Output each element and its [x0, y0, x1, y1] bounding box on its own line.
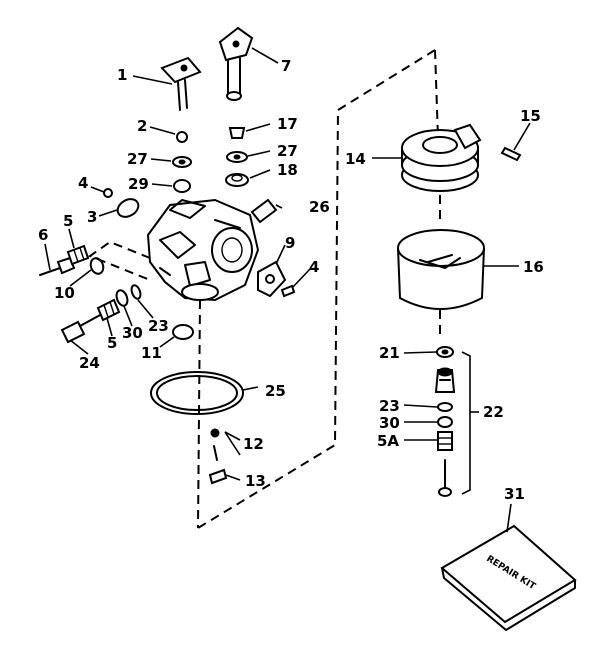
part-21-seat [436, 346, 454, 358]
callout-29: 29 [128, 175, 149, 193]
callout-24: 24 [79, 354, 100, 372]
part-5A-spring [437, 431, 453, 497]
callout-4-left: 4 [78, 174, 88, 192]
part-22-needle-valve-assembly [434, 367, 456, 393]
callout-17: 17 [277, 115, 298, 133]
part-9-bracket [257, 260, 287, 298]
part-24-adjust-screw [60, 313, 103, 344]
part-11-seat [172, 324, 194, 340]
part-27-seal-right [226, 151, 248, 163]
callout-1: 1 [117, 66, 127, 84]
callout-labels: 1 2 27 29 4 3 5 6 10 24 5 30 23 11 7 17 … [38, 57, 544, 503]
callout-3: 3 [87, 208, 97, 226]
part-25-gasket [150, 371, 244, 415]
callout-13: 13 [245, 472, 266, 490]
part-7-choke-shaft [218, 26, 254, 101]
carburetor-body [146, 198, 283, 302]
callout-5A: 5A [377, 432, 399, 450]
callout-27-left: 27 [127, 150, 148, 168]
part-15-pin [500, 146, 522, 162]
callout-12: 12 [243, 435, 264, 453]
part-1-throttle-shaft [160, 56, 202, 111]
callout-18: 18 [277, 161, 298, 179]
part-27-seal-left [172, 156, 192, 168]
callout-9: 9 [285, 234, 295, 252]
part-23-o-ring-right [437, 402, 453, 412]
part-30-washer-right [437, 416, 453, 428]
callout-10: 10 [54, 284, 75, 302]
callout-4-right: 4 [309, 258, 319, 276]
part-17-screw [228, 127, 246, 139]
callout-23-left: 23 [148, 317, 169, 335]
assembly-frame-dashed [87, 49, 441, 529]
callout-27-right: 27 [277, 142, 298, 160]
callout-25: 25 [265, 382, 286, 400]
callout-30-left: 30 [122, 324, 143, 342]
callout-26: 26 [309, 198, 330, 216]
callout-21: 21 [379, 344, 400, 362]
part-22-bracket [461, 351, 471, 495]
part-2-screw [176, 131, 188, 143]
callout-7: 7 [281, 57, 291, 75]
callout-11: 11 [141, 344, 162, 362]
callout-2: 2 [137, 117, 147, 135]
part-10-o-ring [89, 257, 105, 275]
callout-15: 15 [520, 107, 541, 125]
part-6-idle-screw [39, 256, 76, 276]
callout-6: 6 [38, 226, 48, 244]
callout-31: 31 [504, 485, 525, 503]
callout-16: 16 [523, 258, 544, 276]
part-4-screw-right [280, 284, 296, 298]
callout-5-lower: 5 [107, 334, 117, 352]
part-4-screw-left [103, 188, 113, 198]
part-30-washer-left [115, 289, 129, 307]
part-29-seal [173, 179, 191, 193]
part-23-o-ring-left [130, 284, 142, 300]
part-3-choke-plate [116, 198, 140, 218]
part-14-float-bowl-seal [401, 123, 482, 192]
callout-14: 14 [345, 150, 366, 168]
part-31-repair-kit: REPAIR KIT [440, 524, 577, 631]
callout-22: 22 [483, 403, 504, 421]
part-5-spring-lower [96, 298, 121, 322]
callout-5-upper: 5 [63, 212, 73, 230]
leader-lines [44, 47, 531, 533]
part-18-seal [225, 173, 249, 187]
callout-30-right: 30 [379, 414, 400, 432]
part-16-float-bowl [397, 229, 485, 310]
part-5-spring-upper [66, 244, 90, 266]
part-12-pin [210, 428, 220, 461]
callout-23-right: 23 [379, 397, 400, 415]
part-13-needle [208, 468, 228, 485]
